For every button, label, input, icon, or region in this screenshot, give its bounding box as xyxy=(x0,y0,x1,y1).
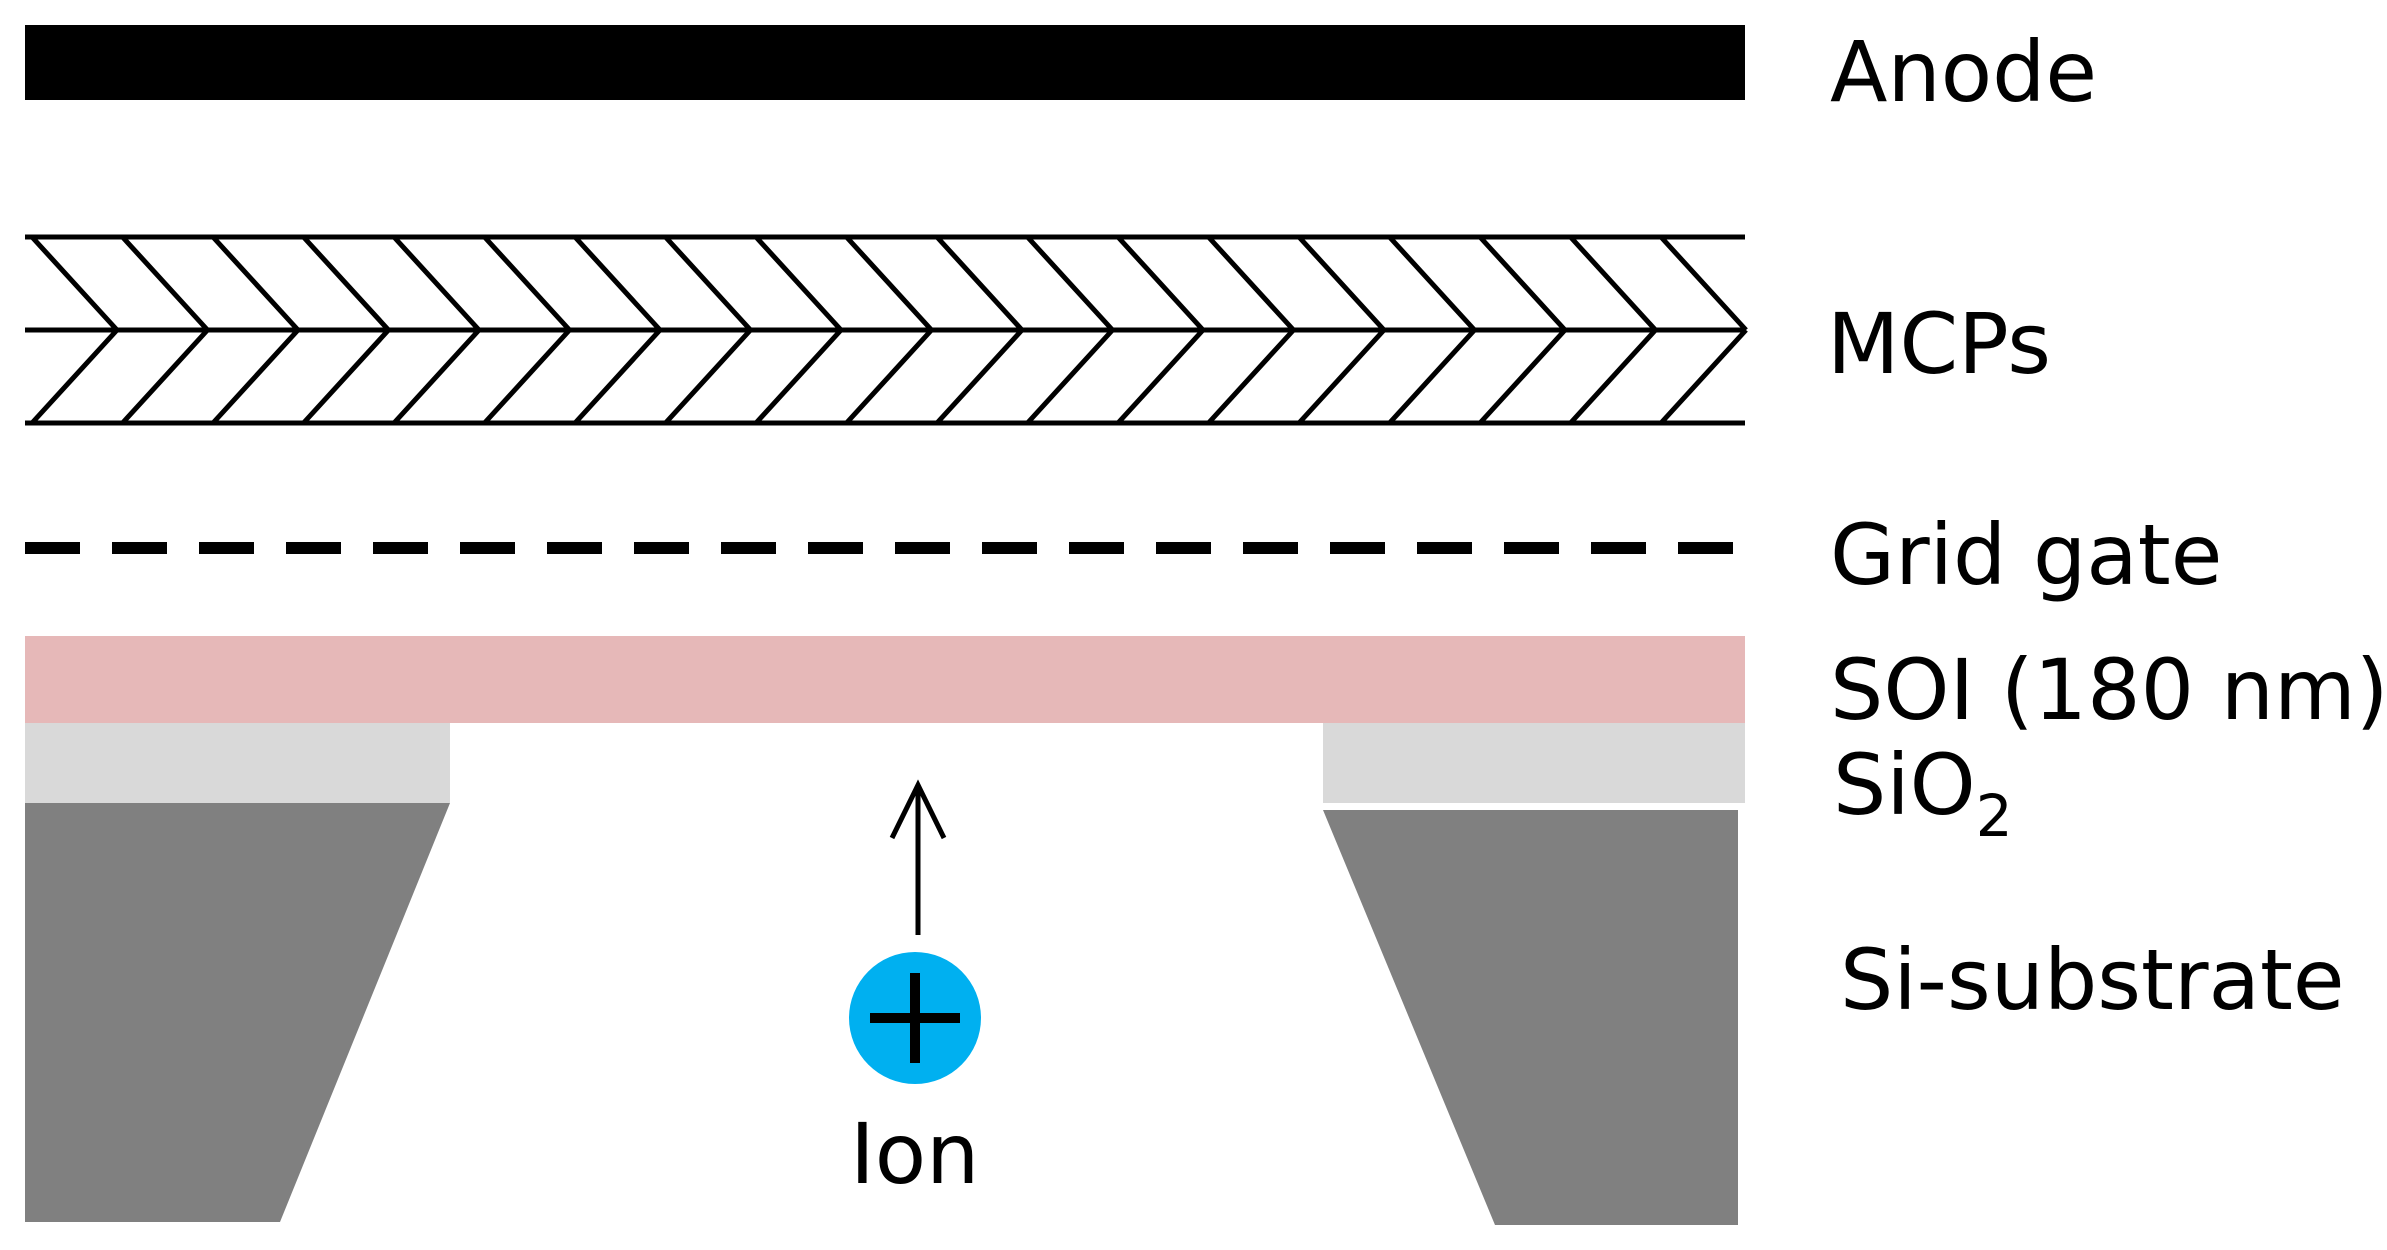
mcp-channel-line xyxy=(1297,328,1386,425)
anode-label: Anode xyxy=(1830,23,2098,121)
si-substrate-left xyxy=(25,803,450,1222)
mcp-channel-line xyxy=(1025,235,1115,332)
mcp-channel-line xyxy=(1568,235,1658,332)
soi-label: SOI (180 nm) xyxy=(1830,641,2387,739)
mcp-channel-line xyxy=(1478,235,1567,332)
mcp-channel-line xyxy=(301,235,391,332)
mcp-channel-line xyxy=(1659,328,1748,425)
ion-trajectory-arrow xyxy=(889,779,947,935)
mcp-channel-line xyxy=(482,328,572,425)
mcp-channel-line xyxy=(1116,328,1205,425)
mcp-channel-line xyxy=(1025,328,1115,425)
mcp-channel-line xyxy=(663,328,753,425)
mcp-channel-line xyxy=(573,328,662,425)
sio2-layer-left xyxy=(25,723,450,803)
sio2-layer-right xyxy=(1323,723,1745,803)
mcp-channel-line xyxy=(1478,328,1567,425)
soi-layer xyxy=(25,636,1745,723)
sio2-subscript: 2 xyxy=(1975,782,2013,850)
mcp-channel-line xyxy=(301,328,391,425)
mcps-label: MCPs xyxy=(1827,295,2052,393)
mcp-channel-line xyxy=(120,235,210,332)
mcp-channel-line xyxy=(1568,328,1658,425)
ion-label: Ion xyxy=(850,1105,980,1203)
anode-plate xyxy=(25,25,1745,100)
mcp-channel-line xyxy=(1297,235,1386,332)
mcp-channel-line xyxy=(30,235,119,332)
mcp-stack xyxy=(25,234,1748,426)
mcp-channel-line xyxy=(935,328,1024,425)
mcp-channel-line xyxy=(211,328,300,425)
si-substrate-label: Si-substrate xyxy=(1840,931,2345,1029)
mcp-channel-line xyxy=(1659,235,1748,332)
mcp-channel-line xyxy=(1206,328,1296,425)
mcp-channel-line xyxy=(30,328,119,425)
mcp-channel-line xyxy=(573,235,662,332)
mcp-channel-line xyxy=(1387,235,1477,332)
mcp-channel-line xyxy=(844,235,934,332)
si-substrate-right xyxy=(1323,810,1738,1225)
mcp-channel-line xyxy=(482,235,572,332)
mcp-channel-line xyxy=(754,328,843,425)
grid-gate-label: Grid gate xyxy=(1830,506,2223,604)
sio2-label: SiO2 xyxy=(1833,743,2013,845)
sio2-main-text: SiO xyxy=(1833,736,1976,834)
mcp-channel-line xyxy=(1206,235,1296,332)
mcp-channel-line xyxy=(935,235,1024,332)
mcp-channel-line xyxy=(392,328,481,425)
ion-plus-icon xyxy=(870,973,960,1063)
mcp-channel-line xyxy=(211,235,300,332)
mcp-channel-line xyxy=(120,328,210,425)
mcp-channel-line xyxy=(392,235,481,332)
mcp-channel-line xyxy=(663,235,753,332)
mcp-channel-chevrons xyxy=(30,235,1748,425)
mcp-channel-line xyxy=(844,328,934,425)
mcp-channel-line xyxy=(754,235,843,332)
mcp-channel-line xyxy=(1116,235,1205,332)
mcp-channel-line xyxy=(1387,328,1477,425)
